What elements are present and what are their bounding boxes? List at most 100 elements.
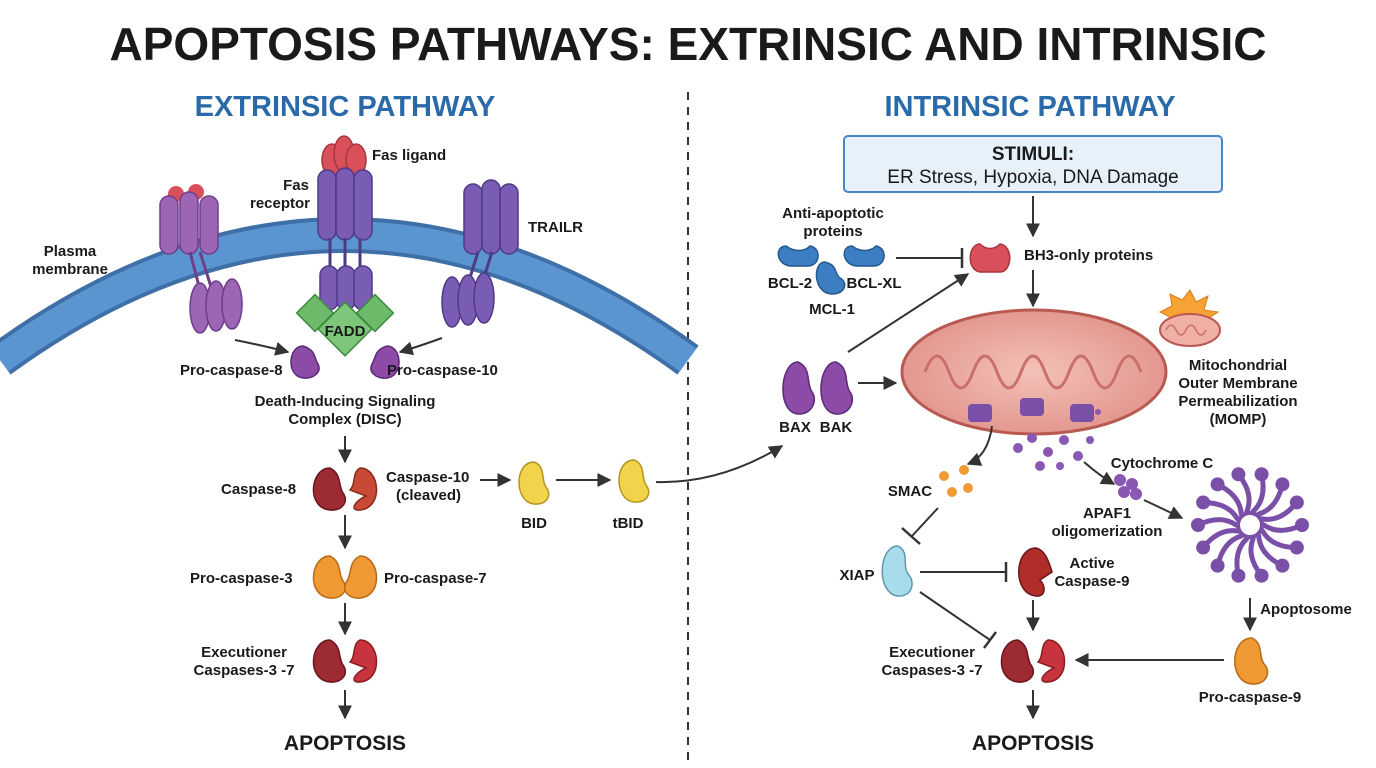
trailr-label: TRAILR	[528, 219, 583, 236]
apoptosome-node	[1231, 568, 1246, 583]
extrinsic-apoptosis-label: APOPTOSIS	[284, 732, 406, 755]
apoptosome-node	[1196, 495, 1211, 510]
caspase-10-label-2: (cleaved)	[396, 487, 461, 504]
receptor-left	[159, 184, 243, 334]
arrow-mito-smac	[966, 425, 993, 466]
bh3-label: BH3-only proteins	[1024, 247, 1153, 264]
stimuli-title: STIMULI:	[992, 144, 1074, 165]
bak-shape	[820, 361, 854, 415]
bclxl-shape	[843, 245, 885, 267]
apoptosome-node	[1254, 467, 1269, 482]
bh3-protein-shape	[969, 243, 1011, 273]
momp-burst-icon	[1158, 289, 1221, 347]
momp-label-3: Permeabilization	[1178, 393, 1297, 410]
pro-caspase-3-bean	[312, 555, 347, 599]
intrinsic-executioner-caspase-3-bean	[1000, 639, 1035, 683]
pro-caspase-8-bean	[290, 345, 320, 379]
inhibit-smac-xiap	[911, 507, 939, 537]
smac-label: SMAC	[888, 483, 932, 500]
arrow-tbid-bax	[655, 445, 784, 484]
mitochondrion	[900, 308, 1168, 436]
executioner-label-1: Executioner	[201, 644, 287, 661]
caspase-10-label-1: Caspase-10	[386, 469, 469, 486]
bid-label: BID	[521, 515, 547, 532]
mcl1-label: MCL-1	[809, 301, 855, 318]
apaf1-cluster	[1114, 474, 1142, 500]
fas-receptor	[317, 135, 373, 311]
fadd-complex	[295, 293, 395, 357]
xiap-shape	[881, 545, 913, 597]
momp-label-4: (MOMP)	[1210, 411, 1267, 428]
momp-label-1: Mitochondrial	[1189, 357, 1287, 374]
mcl1-shape	[815, 261, 846, 295]
intrinsic-apoptosis-label: APOPTOSIS	[972, 732, 1094, 755]
executioner-label-2: Caspases-3 -7	[194, 662, 295, 679]
apoptosome-node	[1289, 540, 1304, 555]
plasma-membrane-label-1: Plasma	[44, 243, 97, 260]
pro-caspase-8-label: Pro-caspase-8	[180, 362, 283, 379]
anti-apoptotic-label-1: Anti-apoptotic	[782, 205, 884, 222]
fas-ligand-label: Fas ligand	[372, 147, 446, 164]
stimuli-text: ER Stress, Hypoxia, DNA Damage	[887, 167, 1178, 188]
momp-label-2: Outer Membrane	[1178, 375, 1297, 392]
apoptosome-node	[1210, 477, 1225, 492]
bid-bean	[518, 461, 550, 505]
apoptosome-node	[1275, 558, 1290, 573]
arrow-left-receptor	[234, 339, 290, 356]
bak-label: BAK	[820, 419, 853, 436]
executioner-caspase-3-bean	[312, 639, 347, 683]
bcl2-shape	[777, 245, 819, 267]
extrinsic-heading: EXTRINSIC PATHWAY	[195, 91, 496, 123]
arrow-apaf1-apoptosome	[1143, 499, 1184, 519]
cytochrome-c-label: Cytochrome C	[1111, 455, 1214, 472]
arrow-mito-cytochrome	[1083, 461, 1116, 485]
smac-dots	[939, 465, 973, 497]
caspase-8-label: Caspase-8	[221, 481, 296, 498]
pro-caspase-3-label: Pro-caspase-3	[190, 570, 293, 587]
pro-caspase-9-bean	[1234, 637, 1269, 685]
caspase-10-bean	[348, 467, 378, 511]
bcl2-label: BCL-2	[768, 275, 812, 292]
pro-caspase-7-label: Pro-caspase-7	[384, 570, 487, 587]
apaf1-label-1: APAF1	[1083, 505, 1131, 522]
apoptosome-node	[1289, 495, 1304, 510]
intrinsic-executioner-label-1: Executioner	[889, 644, 975, 661]
apoptosome-node	[1254, 568, 1269, 583]
tbid-label: tBID	[613, 515, 644, 532]
fadd-label: FADD	[325, 323, 366, 340]
active-caspase-9-label-2: Caspase-9	[1054, 573, 1129, 590]
apoptosome-node	[1196, 540, 1211, 555]
apoptosome-node	[1275, 477, 1290, 492]
fas-receptor-label-2: receptor	[250, 195, 310, 212]
pro-caspase-10-bean	[370, 345, 400, 379]
xiap-label: XIAP	[839, 567, 874, 584]
pro-caspase-9-label: Pro-caspase-9	[1199, 689, 1302, 706]
caspase-8-bean	[312, 467, 347, 511]
pro-caspase-10-label: Pro-caspase-10	[387, 362, 498, 379]
active-caspase-9-label-1: Active	[1069, 555, 1114, 572]
stimuli-box	[843, 135, 1223, 193]
intrinsic-executioner-label-2: Caspases-3 -7	[882, 662, 983, 679]
intrinsic-heading: INTRINSIC PATHWAY	[884, 91, 1175, 123]
disc-label-1: Death-Inducing Signaling	[255, 393, 436, 410]
intrinsic-executioner-caspase-7-bean	[1036, 639, 1066, 683]
apoptosome-node	[1231, 467, 1246, 482]
active-caspase-9-shape	[1018, 547, 1053, 597]
trailr-receptor	[441, 179, 519, 328]
page-title: APOPTOSIS PATHWAYS: EXTRINSIC AND INTRIN…	[110, 18, 1267, 70]
bax-label: BAX	[779, 419, 811, 436]
tbid-bean	[618, 459, 650, 503]
apoptosome-wheel	[1191, 467, 1309, 583]
pro-caspase-7-bean	[343, 555, 378, 599]
apoptosome-node	[1191, 518, 1205, 532]
apaf1-label-2: oligomerization	[1052, 523, 1163, 540]
arrow-bax-bh3	[847, 273, 970, 353]
bclxl-label: BCL-XL	[847, 275, 902, 292]
executioner-caspase-7-bean	[348, 639, 378, 683]
apoptosome-label: Apoptosome	[1260, 601, 1352, 618]
anti-apoptotic-label-2: proteins	[803, 223, 862, 240]
arrow-trailr	[398, 337, 443, 356]
apoptosome-node	[1210, 558, 1225, 573]
plasma-membrane-label-2: membrane	[32, 261, 108, 278]
